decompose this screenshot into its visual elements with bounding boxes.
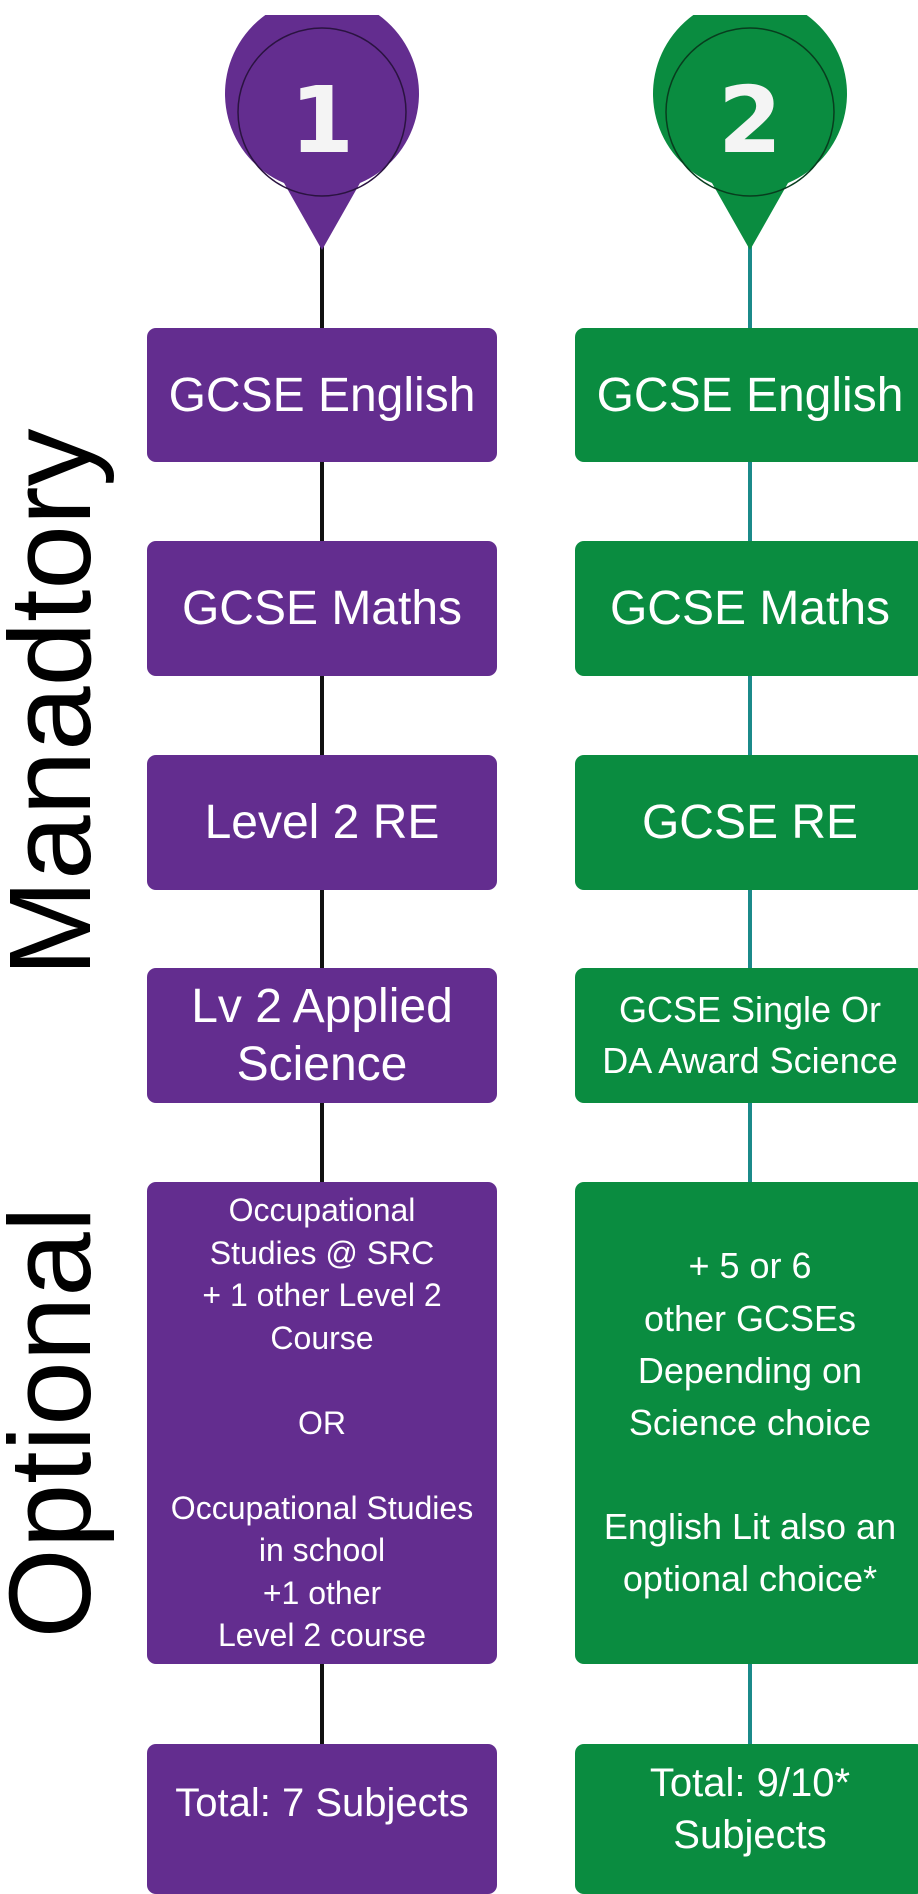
- pathway-1-column: 1 GCSE English GCSE Maths Level 2 RE Lv …: [147, 0, 497, 1894]
- pathway-2-marker-pin: 2: [575, 15, 918, 255]
- pathway-1-science-box: Lv 2 Applied Science: [147, 968, 497, 1103]
- pathway-1-total-box: Total: 7 Subjects: [147, 1744, 497, 1894]
- pathway-1-re-box: Level 2 RE: [147, 755, 497, 890]
- pathway-2-total-box: Total: 9/10* Subjects: [575, 1744, 918, 1894]
- pathway-2-science-box: GCSE Single Or DA Award Science: [575, 968, 918, 1103]
- pathway-1-marker-pin: 1: [147, 15, 497, 255]
- pathway-1-number: 1: [289, 67, 354, 174]
- pathway-2-optional-box: + 5 or 6 other GCSEs Depending on Scienc…: [575, 1182, 918, 1664]
- optional-section-label: Optional: [0, 1206, 115, 1639]
- pathway-2-gcse-english-box: GCSE English: [575, 328, 918, 462]
- pathway-2-gcse-maths-box: GCSE Maths: [575, 541, 918, 676]
- pathway-2-number: 2: [717, 67, 782, 174]
- mandatory-section-label: Manadtory: [0, 428, 115, 977]
- pathway-2-column: 2 GCSE English GCSE Maths GCSE RE GCSE S…: [575, 0, 918, 1894]
- pathway-1-gcse-maths-box: GCSE Maths: [147, 541, 497, 676]
- pathway-1-gcse-english-box: GCSE English: [147, 328, 497, 462]
- pathway-2-re-box: GCSE RE: [575, 755, 918, 890]
- pathway-1-optional-box: Occupational Studies @ SRC + 1 other Lev…: [147, 1182, 497, 1664]
